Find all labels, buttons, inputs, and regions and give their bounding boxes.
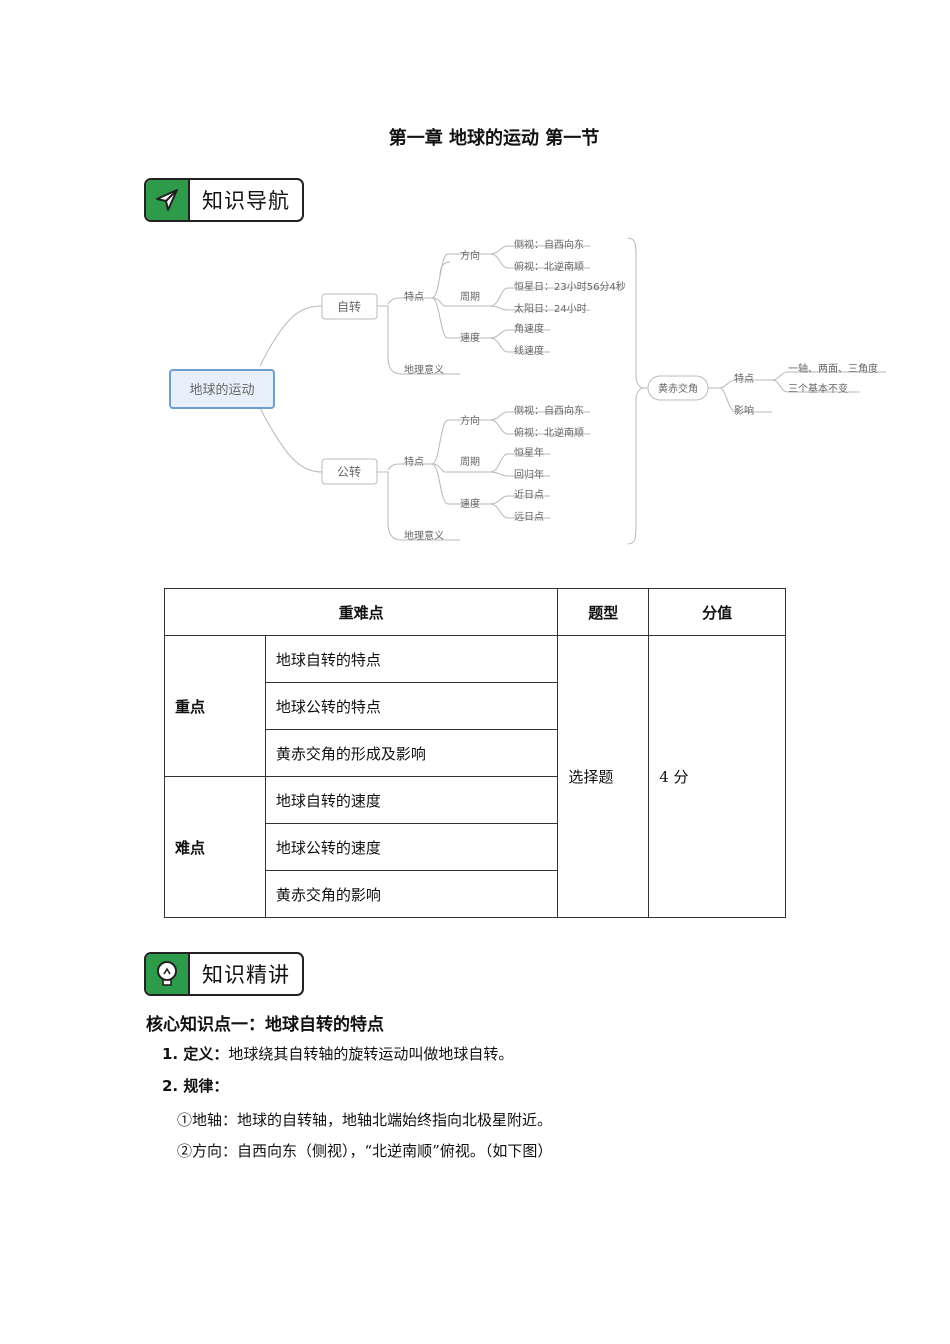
mindmap-rot-features: 特点 (404, 291, 424, 303)
header-question-type: 题型 (557, 588, 650, 636)
mindmap-rev-aphelion: 远日点 (514, 511, 544, 523)
key-item: 黄赤交角的形成及影响 (264, 729, 559, 777)
section-heading: 核心知识点一：地球自转的特点 (146, 1015, 384, 1035)
question-type-cell: 选择题 (557, 635, 650, 918)
mindmap-rev-significance: 地理意义 (404, 529, 444, 542)
mindmap-rev-side: 侧视：自西向东 (514, 404, 584, 417)
rule-axis: ①地轴：地球的自转轴，地轴北端始终指向北极星附近。 (177, 1111, 553, 1129)
rules-label: 2. 规律： (162, 1077, 229, 1095)
table-row: 重点 地球自转的特点 选择题 4 分 (164, 635, 786, 918)
mindmap-rev-tropical-year: 回归年 (514, 468, 544, 481)
mindmap-rot-side: 侧视：自西向东 (514, 238, 584, 251)
header-score: 分值 (648, 588, 786, 636)
mindmap-rotation: 自转 (337, 299, 361, 314)
mindmap-rev-direction: 方向 (460, 414, 480, 427)
hard-label: 难点 (164, 776, 266, 918)
mindmap-obl-features: 特点 (734, 373, 754, 385)
table-row: 地球公转的速度 (165, 823, 786, 871)
mindmap-rev-sidereal-year: 恒星年 (514, 446, 544, 459)
mindmap-rot-significance: 地理意义 (404, 363, 444, 376)
definition-text: 地球绕其自转轴的旋转运动叫做地球自转。 (228, 1045, 514, 1063)
page-title: 第一章 地球的运动 第一节 (388, 128, 600, 149)
table-row: 黄赤交角的形成及影响 (165, 729, 786, 777)
mindmap-rot-sidereal-day: 恒星日：23小时56分4秒 (514, 280, 626, 293)
mindmap-root: 地球的运动 (189, 382, 254, 398)
paper-plane-icon (146, 180, 190, 220)
header-key-difficult: 重难点 (163, 588, 559, 636)
mindmap-rot-angular: 角速度 (514, 322, 544, 335)
mindmap-rot-top: 俯视：北逆南顺 (514, 260, 584, 273)
lightbulb-icon (146, 954, 190, 994)
mindmap-rot-solar-day: 太阳日：24小时 (514, 302, 587, 315)
hard-item: 黄赤交角的影响 (264, 870, 559, 918)
mindmap-rot-period: 周期 (460, 291, 480, 303)
mindmap-obl-feature2: 三个基本不变 (788, 382, 848, 395)
mindmap-rot-speed: 速度 (460, 331, 480, 344)
key-item: 地球公转的特点 (264, 682, 559, 730)
badge-label: 知识精讲 (202, 963, 290, 987)
rule-direction: ②方向：自西向东（侧视），“北逆南顺”俯视。（如下图） (177, 1142, 553, 1160)
hard-item: 地球公转的速度 (264, 823, 559, 871)
key-label: 重点 (164, 635, 266, 777)
table-row: 黄赤交角的影响 (165, 870, 786, 918)
mindmap-obl-feature1: 一轴、两面、三角度 (788, 362, 878, 375)
mindmap-rev-speed: 速度 (460, 497, 480, 510)
mindmap-obl-influence: 影响 (734, 404, 754, 417)
key-item: 地球自转的特点 (264, 635, 559, 683)
mind-map: 地球的运动 自转 公转 特点 方向 周期 速度 侧视：自西向东 俯视：北逆南顺 … (169, 237, 886, 545)
mindmap-rev-period: 周期 (460, 456, 480, 468)
table-header-row: 重难点 题型 分值 (163, 588, 786, 636)
definition-line: 1. 定义：地球绕其自转轴的旋转运动叫做地球自转。 (162, 1043, 513, 1064)
mindmap-obliquity: 黄赤交角 (658, 382, 698, 395)
rules-line: 2. 规律： (162, 1075, 228, 1096)
key-points-table: 重难点 题型 分值 重点 地球自转的特点 选择题 4 分 地球公转的特点 黄赤交… (163, 588, 786, 918)
score-cell: 4 分 (648, 635, 786, 918)
definition-label: 1. 定义： (162, 1045, 229, 1063)
knowledge-detail-badge: 知识精讲 (144, 952, 304, 996)
mindmap-rev-top: 俯视：北逆南顺 (514, 426, 584, 439)
knowledge-navigation-badge: 知识导航 (144, 178, 304, 222)
badge-label: 知识导航 (202, 189, 290, 213)
mindmap-rev-features: 特点 (404, 456, 424, 468)
mindmap-revolution: 公转 (337, 464, 361, 479)
mindmap-rev-perihelion: 近日点 (514, 488, 544, 501)
mindmap-rot-linear: 线速度 (514, 344, 544, 357)
hard-item: 地球自转的速度 (264, 776, 559, 824)
mindmap-rot-direction: 方向 (460, 249, 480, 262)
